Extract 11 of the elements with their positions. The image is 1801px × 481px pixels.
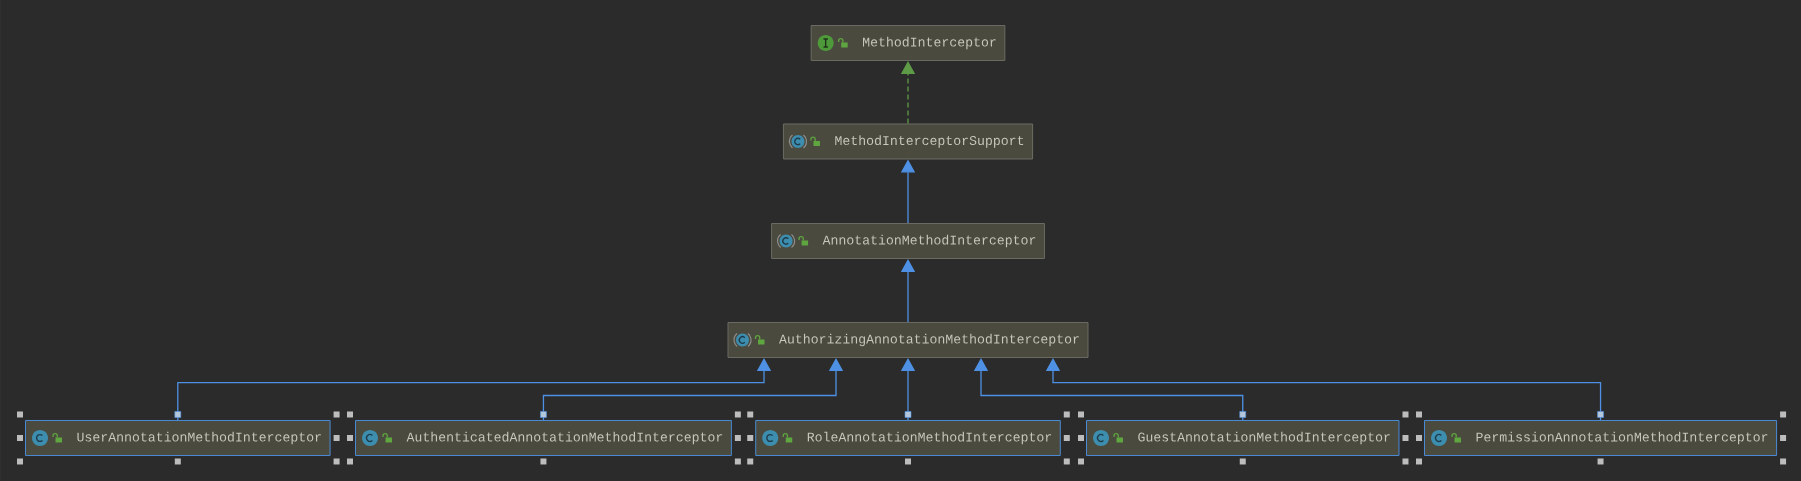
class-box: UserAnnotationMethodInterceptor — [25, 420, 331, 456]
class-box: AuthenticatedAnnotationMethodInterceptor — [355, 420, 732, 456]
class-box: RoleAnnotationMethodInterceptor — [755, 420, 1061, 456]
arrow — [1045, 358, 1602, 421]
arrow — [973, 358, 1244, 421]
class-box: GuestAnnotationMethodInterceptor — [1086, 420, 1400, 456]
interface-box: MethodInterceptor — [810, 25, 1006, 61]
class-box: PermissionAnnotationMethodInterceptor — [1424, 420, 1778, 456]
class-box: AnnotationMethodInterceptor — [771, 223, 1045, 259]
class-box: AuthorizingAnnotationMethodInterceptor — [727, 322, 1089, 358]
class-box: MethodInterceptorSupport — [782, 123, 1034, 160]
